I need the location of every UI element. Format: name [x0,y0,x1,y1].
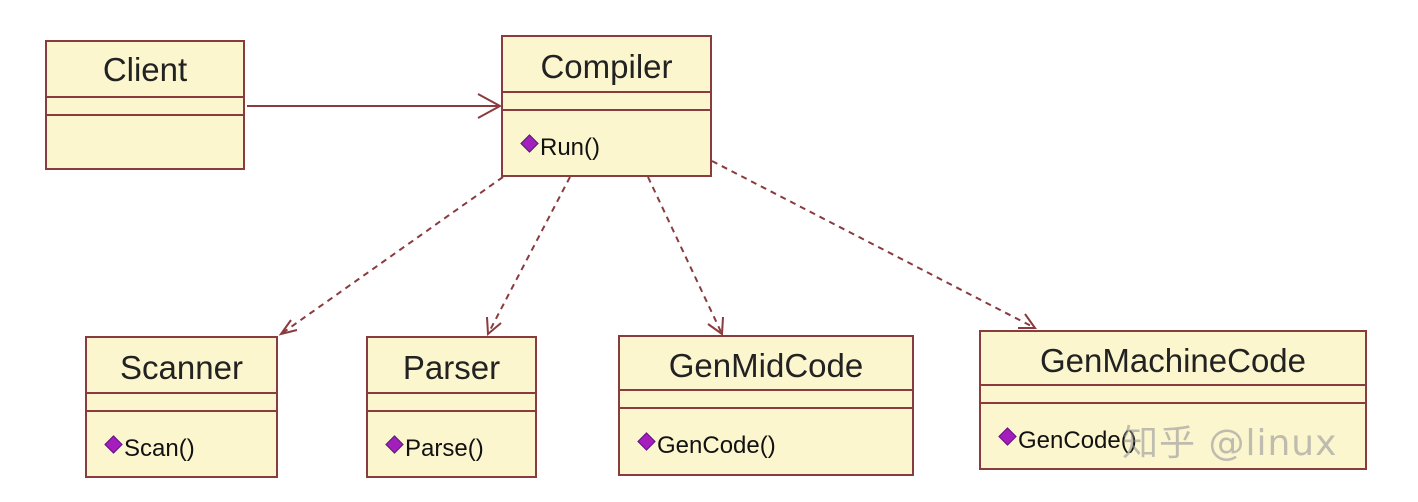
operation-scan-label: Scan() [124,435,195,462]
class-scanner[interactable]: Scanner Scan() [85,336,278,478]
operation-parse[interactable]: Parse() [385,434,535,464]
class-genmachinecode-operations: GenCode() [981,404,1365,456]
class-genmachinecode[interactable]: GenMachineCode GenCode() [979,330,1367,470]
class-client-operations [47,116,243,128]
class-genmidcode-attributes [620,391,912,409]
operation-gencode-machine[interactable]: GenCode() [998,426,1365,456]
operation-parse-label: Parse() [405,435,484,462]
public-operation-icon [385,434,404,454]
class-parser-operations: Parse() [368,412,535,464]
class-compiler-operations: Run() [503,111,710,163]
class-parser[interactable]: Parser Parse() [366,336,537,478]
class-client-attributes [47,98,243,116]
class-compiler-name: Compiler [503,37,710,93]
class-compiler[interactable]: Compiler Run() [501,35,712,177]
public-operation-icon [520,133,539,153]
class-genmachinecode-name: GenMachineCode [981,332,1365,386]
watermark-text: 知乎 @linux [1122,423,1338,464]
operation-gencode-mid-label: GenCode() [657,432,776,459]
operation-gencode-machine-label: GenCode() [1018,427,1137,454]
class-scanner-attributes [87,394,276,412]
dependency-compiler-scanner [278,176,504,336]
dependency-compiler-genmachinecode [711,160,1037,329]
class-parser-attributes [368,394,535,412]
class-parser-name: Parser [368,338,535,394]
class-client-name: Client [47,42,243,98]
operation-scan[interactable]: Scan() [104,434,276,464]
public-operation-icon [998,426,1017,446]
class-genmachinecode-attributes [981,386,1365,404]
class-scanner-name: Scanner [87,338,276,394]
class-genmidcode[interactable]: GenMidCode GenCode() [618,335,914,476]
dependency-compiler-parser [486,176,571,337]
class-genmidcode-operations: GenCode() [620,409,912,461]
public-operation-icon [637,431,656,451]
public-operation-icon [104,434,123,454]
dependency-compiler-genmidcode [647,176,724,336]
operation-gencode-mid[interactable]: GenCode() [637,431,912,461]
class-genmidcode-name: GenMidCode [620,337,912,391]
class-compiler-attributes [503,93,710,111]
operation-run-label: Run() [540,134,601,161]
association-client-compiler [247,93,503,119]
operation-run[interactable]: Run() [520,133,710,163]
class-scanner-operations: Scan() [87,412,276,464]
class-client[interactable]: Client [45,40,245,170]
